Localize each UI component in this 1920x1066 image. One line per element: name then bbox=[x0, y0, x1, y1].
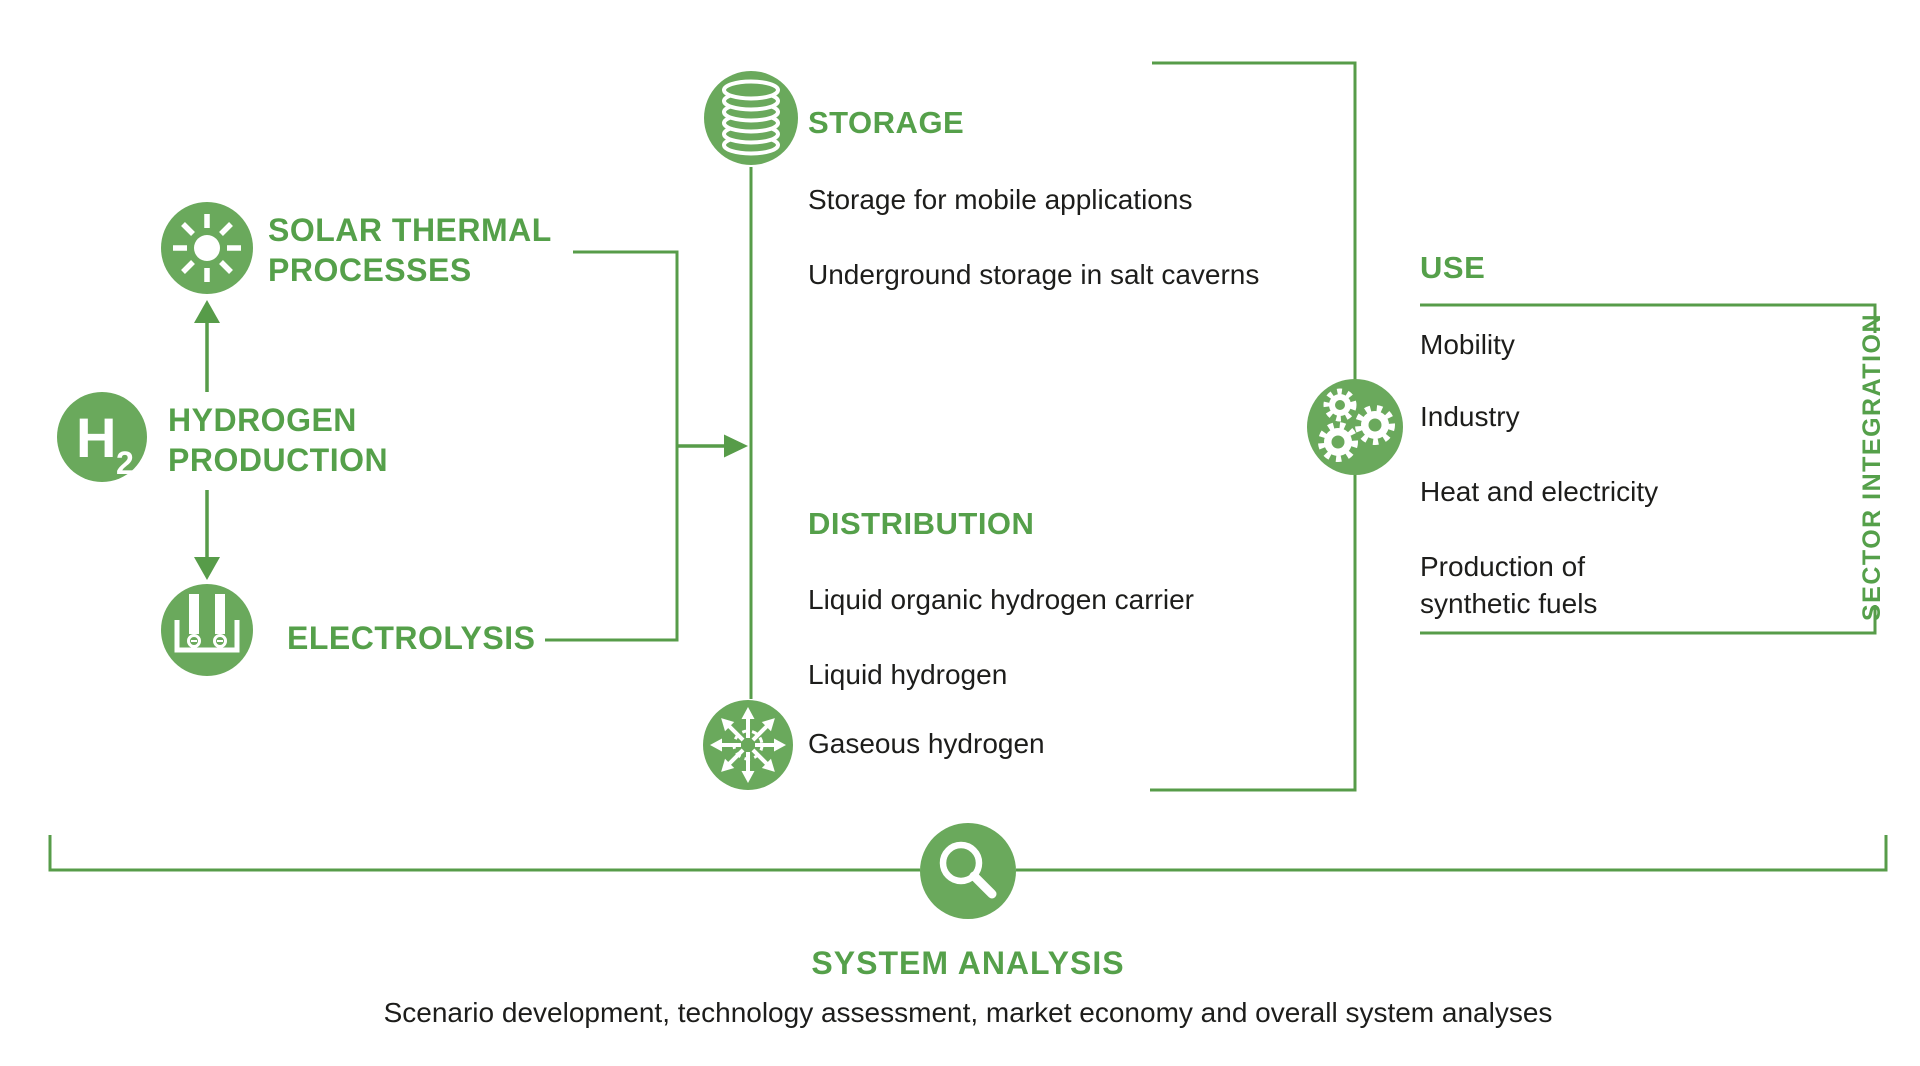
production-to-storage-arrow-head bbox=[724, 434, 748, 458]
storage-item: Underground storage in salt caverns bbox=[808, 259, 1260, 290]
use-box-bottom-line bbox=[1420, 605, 1877, 635]
magnifier-icon bbox=[920, 823, 1016, 919]
sector-integration-label: SECTOR INTEGRATION bbox=[1858, 312, 1886, 622]
system-analysis-bracket-right bbox=[1016, 835, 1888, 872]
electrolysis-label: ELECTROLYSIS bbox=[287, 620, 536, 656]
electrolysis-cell-icon bbox=[161, 584, 253, 676]
h2-molecule-icon: H 2 bbox=[57, 392, 147, 482]
system-analysis-subtitle: Scenario development, technology assessm… bbox=[383, 997, 1553, 1028]
gas-diffusion-icon bbox=[703, 700, 793, 790]
use-box-top-line bbox=[1420, 303, 1877, 333]
storage-title: STORAGE bbox=[808, 105, 965, 140]
use-item: Production of synthetic fuels bbox=[1420, 551, 1598, 619]
use-item: Mobility bbox=[1420, 329, 1515, 360]
arrow-down-head bbox=[194, 557, 220, 580]
distribution-item: Liquid organic hydrogen carrier bbox=[808, 584, 1194, 615]
storage-cylinder-icon bbox=[704, 71, 798, 165]
system-analysis-bracket-left bbox=[48, 835, 920, 872]
distribution-item: Liquid hydrogen bbox=[808, 659, 1008, 690]
use-item: Industry bbox=[1420, 401, 1520, 432]
arrow-up-head bbox=[194, 300, 220, 323]
h2-symbol-sub: 2 bbox=[116, 445, 134, 481]
gears-icon bbox=[1307, 379, 1403, 475]
solar-thermal-label: SOLAR THERMAL PROCESSES bbox=[268, 212, 552, 288]
distribution-title: DISTRIBUTION bbox=[808, 506, 1035, 541]
system-analysis-title: SYSTEM ANALYSIS bbox=[811, 945, 1125, 981]
use-item: Heat and electricity bbox=[1420, 476, 1659, 507]
sun-icon bbox=[161, 202, 253, 294]
distribution-item: Gaseous hydrogen bbox=[808, 728, 1045, 759]
use-title: USE bbox=[1420, 250, 1486, 285]
h2-symbol-main: H bbox=[76, 406, 116, 469]
hydrogen-production-label: HYDROGEN PRODUCTION bbox=[168, 402, 389, 478]
production-branch-connector bbox=[545, 250, 679, 642]
storage-item: Storage for mobile applications bbox=[808, 184, 1193, 215]
